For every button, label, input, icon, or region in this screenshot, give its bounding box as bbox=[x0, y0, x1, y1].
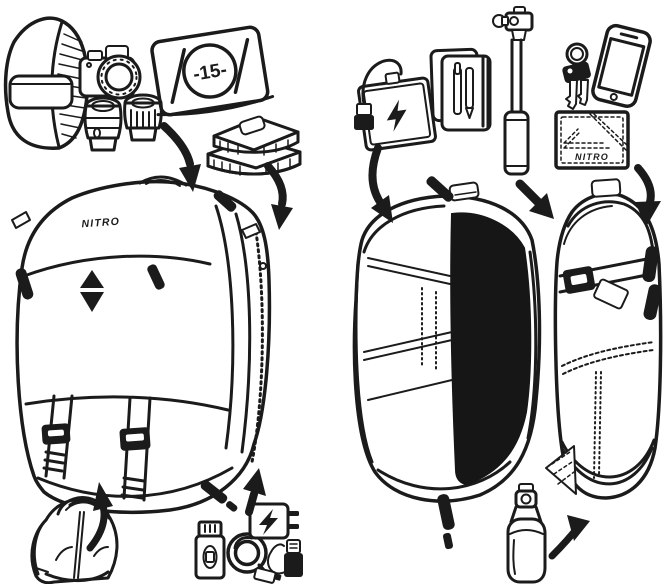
books-icon bbox=[206, 115, 302, 176]
usb-flash-drive-icon bbox=[194, 520, 226, 580]
smartphone-icon bbox=[591, 23, 652, 108]
laptop-sleeve bbox=[450, 212, 532, 486]
power-bank-icon bbox=[357, 71, 437, 152]
backpack-side-view bbox=[545, 178, 663, 500]
hooded-jacket-icon bbox=[30, 496, 119, 584]
gear-pouch-icon bbox=[3, 16, 90, 150]
compression-strap bbox=[558, 256, 654, 310]
book-label bbox=[238, 115, 266, 136]
keychain-icon bbox=[562, 42, 591, 110]
mesh-pocket-corner bbox=[545, 445, 577, 495]
zipper-pull bbox=[200, 480, 238, 512]
top-handle bbox=[138, 175, 188, 187]
zipper-pull bbox=[426, 176, 454, 202]
lightning-bolt-icon bbox=[386, 99, 407, 132]
camera-lens-smooth-icon bbox=[83, 96, 123, 152]
top-tab bbox=[590, 178, 622, 198]
notebooks-pens-icon bbox=[429, 47, 492, 132]
arrow-books-to-front-pack bbox=[264, 162, 293, 230]
laptop-15-icon: -15- bbox=[150, 25, 275, 117]
zipper-pull bbox=[642, 246, 659, 283]
pen-icon bbox=[465, 67, 474, 119]
strap-end-loop bbox=[593, 278, 629, 310]
pole-grip bbox=[503, 110, 530, 176]
action-camera-pole-icon bbox=[492, 6, 534, 176]
camera-icon bbox=[78, 45, 142, 100]
key-blade bbox=[577, 79, 589, 106]
usb-cable-icon bbox=[266, 539, 303, 577]
arrow-camera-gear-to-front-pack bbox=[160, 122, 201, 192]
pouch-flap bbox=[8, 74, 74, 110]
zipper-pull bbox=[147, 264, 165, 290]
zipper-pull bbox=[437, 494, 455, 550]
zipper-pull bbox=[15, 268, 34, 300]
pen-icon bbox=[453, 62, 462, 115]
arrow-accessories-to-side-panel bbox=[634, 164, 661, 227]
key-fob bbox=[562, 61, 591, 84]
backpack-brand-text: NITRO bbox=[81, 216, 120, 231]
cable-connector bbox=[253, 567, 277, 584]
arrow-jacket-to-bottom-compartment bbox=[86, 482, 113, 552]
diamond-logo bbox=[80, 270, 104, 312]
power-adapter-coiled-cable-icon bbox=[226, 502, 299, 584]
zipper-pull bbox=[213, 190, 237, 212]
front-strap-left bbox=[41, 394, 74, 480]
zipper-pull bbox=[643, 284, 662, 320]
backpack-front-view: NITRO bbox=[11, 175, 272, 514]
arrow-bottle-to-side-pocket bbox=[548, 515, 590, 560]
arrow-pole-to-side-panel bbox=[515, 179, 554, 219]
front-strap-right bbox=[119, 396, 152, 502]
arrow-powerbank-to-open-pack bbox=[368, 144, 393, 223]
wallet-brand-text: NITRO bbox=[575, 152, 609, 162]
power-bank-cable bbox=[354, 58, 403, 130]
key-blade bbox=[565, 79, 578, 110]
backpack-open-view bbox=[352, 176, 542, 550]
wallet-icon: NITRO bbox=[554, 110, 630, 170]
water-bottle-icon bbox=[506, 483, 547, 584]
lightning-bolt-icon bbox=[259, 509, 278, 535]
laptop-size-text: -15- bbox=[192, 59, 229, 85]
arrow-cables-to-pack bbox=[243, 468, 266, 516]
camera-lens bbox=[96, 54, 142, 100]
camera-lens-ribbed-icon bbox=[123, 93, 163, 142]
